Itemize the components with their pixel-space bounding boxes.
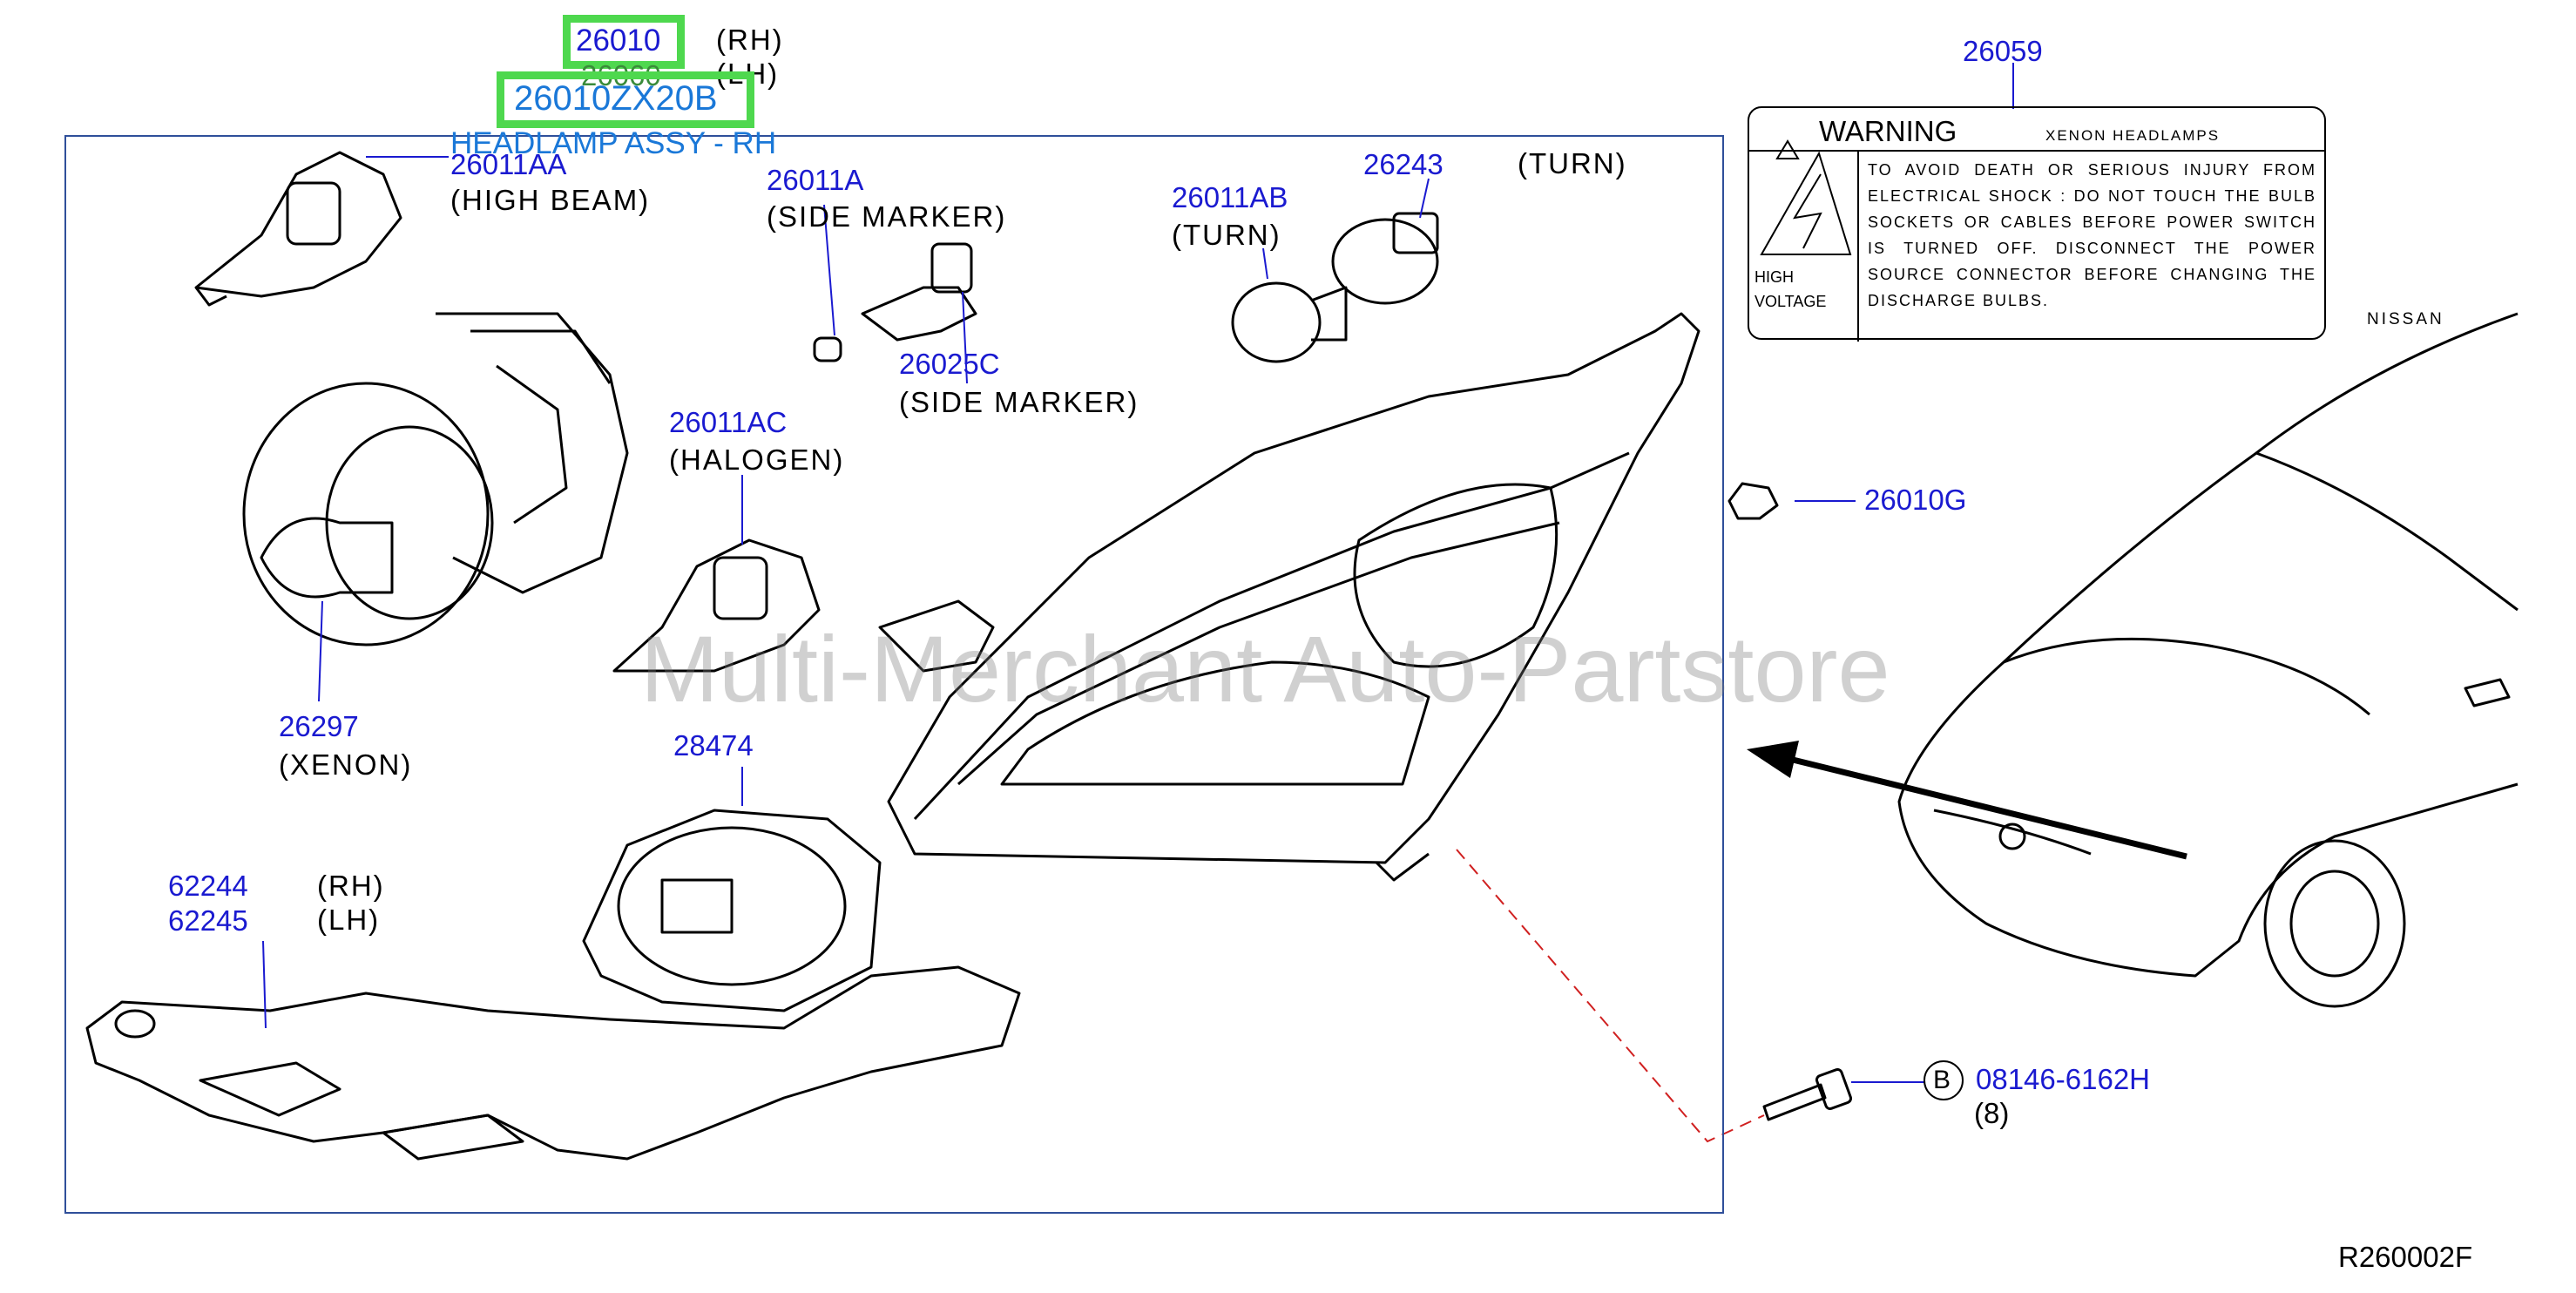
label-26011AC[interactable]: 26011AC: [669, 406, 788, 438]
label-26243[interactable]: 26243: [1363, 148, 1444, 180]
desc-26011A: (SIDE MARKER): [767, 200, 1007, 233]
warning-body: TO AVOID DEATH OR SERIOUS INJURY FROM EL…: [1868, 161, 2316, 309]
headlamp-housing: [878, 312, 1700, 882]
label-26297[interactable]: 26297: [279, 710, 359, 742]
warning-title: WARNING: [1819, 115, 1957, 147]
dashed-leader: [1456, 849, 1765, 1143]
high-voltage-line2: VOLTAGE: [1755, 293, 1827, 310]
label-62244[interactable]: 62244: [168, 870, 248, 902]
label-26025C[interactable]: 26025C: [899, 348, 1000, 380]
high-voltage-text: HIGH VOLTAGE: [1755, 265, 1826, 314]
label-26059[interactable]: 26059: [1963, 35, 2043, 67]
selected-part-number[interactable]: 26010ZX20B: [514, 79, 718, 118]
turn-bulb: [1231, 212, 1439, 363]
xenon-bulb-assembly: [242, 312, 629, 646]
bolt: [1762, 1067, 1853, 1121]
warning-divider-vertical: [1857, 150, 1859, 342]
label-08146[interactable]: 08146-6162H: [1976, 1063, 2150, 1095]
clip-fastener: [1727, 482, 1779, 520]
brand-text: NISSAN: [2367, 310, 2444, 328]
desc-26297: (XENON): [279, 748, 413, 781]
label-62245[interactable]: 62245: [168, 904, 248, 937]
warning-subtitle: XENON HEADLAMPS: [2045, 127, 2221, 144]
label-26010G[interactable]: 26010G: [1864, 484, 1967, 516]
qty-08146: (8): [1974, 1097, 2010, 1129]
label-26011AB[interactable]: 26011AB: [1172, 181, 1288, 213]
side-marker-bulb: [813, 242, 977, 362]
selected-part-highlight: [497, 71, 754, 128]
mounting-bracket: [85, 965, 1021, 1161]
part-number-rh[interactable]: 26010: [576, 24, 661, 58]
desc-26011AC: (HALOGEN): [669, 443, 845, 476]
high-voltage-icon: [1760, 151, 1852, 255]
side-62244: (RH): [317, 870, 385, 902]
ballast-unit: [582, 809, 882, 1012]
halogen-bulb: [612, 538, 821, 673]
high-voltage-line1: HIGH: [1755, 268, 1794, 286]
desc-26011AB: (TURN): [1172, 219, 1281, 251]
diagram-code: R260002F: [2338, 1241, 2473, 1273]
leader-lines: [262, 63, 2014, 1083]
warning-label[interactable]: WARNING XENON HEADLAMPS TO AVOID DEATH O…: [1748, 106, 2326, 342]
bolt-marker-circle: [1924, 1060, 1964, 1100]
label-28474[interactable]: 28474: [673, 729, 754, 762]
desc-26243: (TURN): [1518, 147, 1627, 179]
part-rh-highlight: [563, 15, 685, 69]
desc-26025C: (SIDE MARKER): [899, 386, 1139, 418]
side-62245: (LH): [317, 904, 381, 936]
warning-divider: [1749, 150, 2324, 152]
side-rh: (RH): [716, 24, 784, 56]
label-26011AA[interactable]: 26011AA: [450, 148, 567, 180]
vehicle-outline: [1897, 312, 2519, 1008]
high-beam-bulb: [194, 151, 402, 307]
direction-arrow: [1747, 741, 2187, 860]
desc-26011AA: (HIGH BEAM): [450, 184, 651, 216]
diagram-frame: [64, 135, 1724, 1214]
selected-part-desc: HEADLAMP ASSY - RH: [450, 126, 777, 160]
bolt-marker-letter: B: [1933, 1066, 1951, 1094]
label-26011A[interactable]: 26011A: [767, 164, 864, 196]
watermark: Multi-Merchant Auto-Partstore: [640, 616, 1890, 721]
